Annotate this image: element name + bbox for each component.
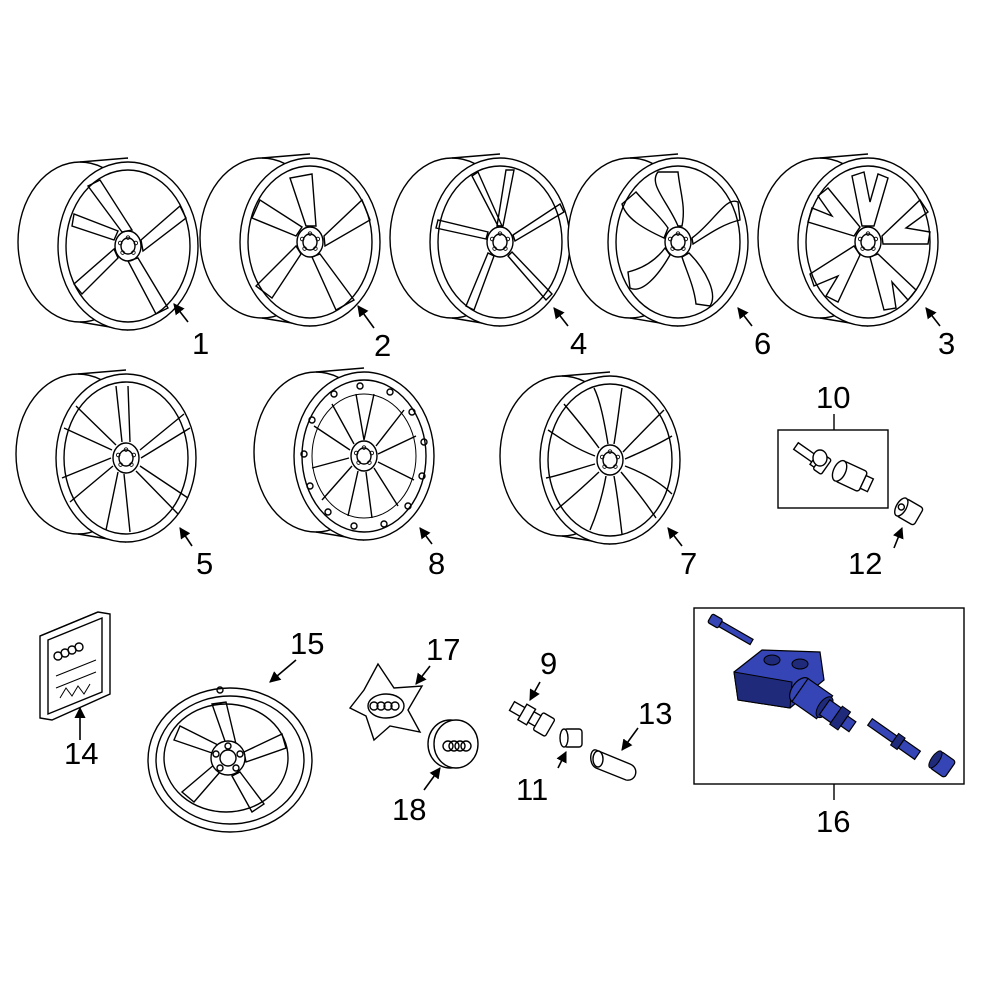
callout-1: 1 (192, 326, 209, 361)
valve-clip (590, 749, 637, 781)
wheel-7 (499, 371, 681, 545)
callout-8: 8 (428, 546, 445, 581)
callout-arrow-4 (553, 307, 569, 327)
valve-stem (508, 700, 556, 737)
callout-arrow-5 (179, 527, 193, 547)
center-cap-star (348, 662, 424, 742)
wheel-2 (199, 153, 381, 327)
callout-3: 3 (938, 326, 955, 361)
callout-16: 16 (816, 804, 850, 839)
callout-arrow-1 (173, 303, 189, 323)
wheel-1 (17, 157, 199, 331)
callout-arrow-17 (415, 665, 431, 685)
callout-9: 9 (540, 646, 557, 681)
wheel-8 (253, 367, 435, 541)
wheel-4 (389, 153, 571, 327)
callout-10: 10 (816, 380, 850, 415)
callout-2: 2 (374, 328, 391, 363)
callout-arrow-9 (529, 681, 541, 701)
wheel-5 (15, 369, 197, 543)
callout-arrow-7 (667, 527, 683, 547)
callout-arrow-8 (419, 527, 433, 545)
tpms-sensor-kit (693, 607, 965, 800)
callout-arrow-6 (737, 307, 753, 327)
callout-18: 18 (392, 792, 426, 827)
callout-15: 15 (290, 626, 324, 661)
callout-arrow-2 (357, 305, 375, 329)
callout-arrow-3 (925, 307, 941, 327)
callout-17: 17 (426, 632, 460, 667)
callout-5: 5 (196, 546, 213, 581)
callout-arrow-18 (423, 767, 441, 791)
callout-arrow-12 (893, 526, 904, 549)
spare-wheel (147, 686, 313, 833)
callout-arrow-15 (269, 659, 297, 683)
callout-12: 12 (848, 546, 882, 581)
hub-cap (427, 719, 479, 769)
callout-6: 6 (754, 326, 771, 361)
callout-13: 13 (638, 696, 672, 731)
wheel-nut (894, 497, 924, 526)
lock-bolt-kit (777, 414, 889, 509)
wheel-6 (567, 153, 749, 327)
callout-7: 7 (680, 546, 697, 581)
callout-arrow-13 (621, 727, 639, 751)
callout-11: 11 (516, 772, 548, 807)
callout-14: 14 (64, 736, 98, 771)
callout-arrow-11 (556, 750, 567, 769)
callout-4: 4 (570, 326, 587, 361)
valve-cap (559, 728, 583, 748)
decal-set (39, 611, 111, 721)
wheel-3 (757, 153, 939, 327)
